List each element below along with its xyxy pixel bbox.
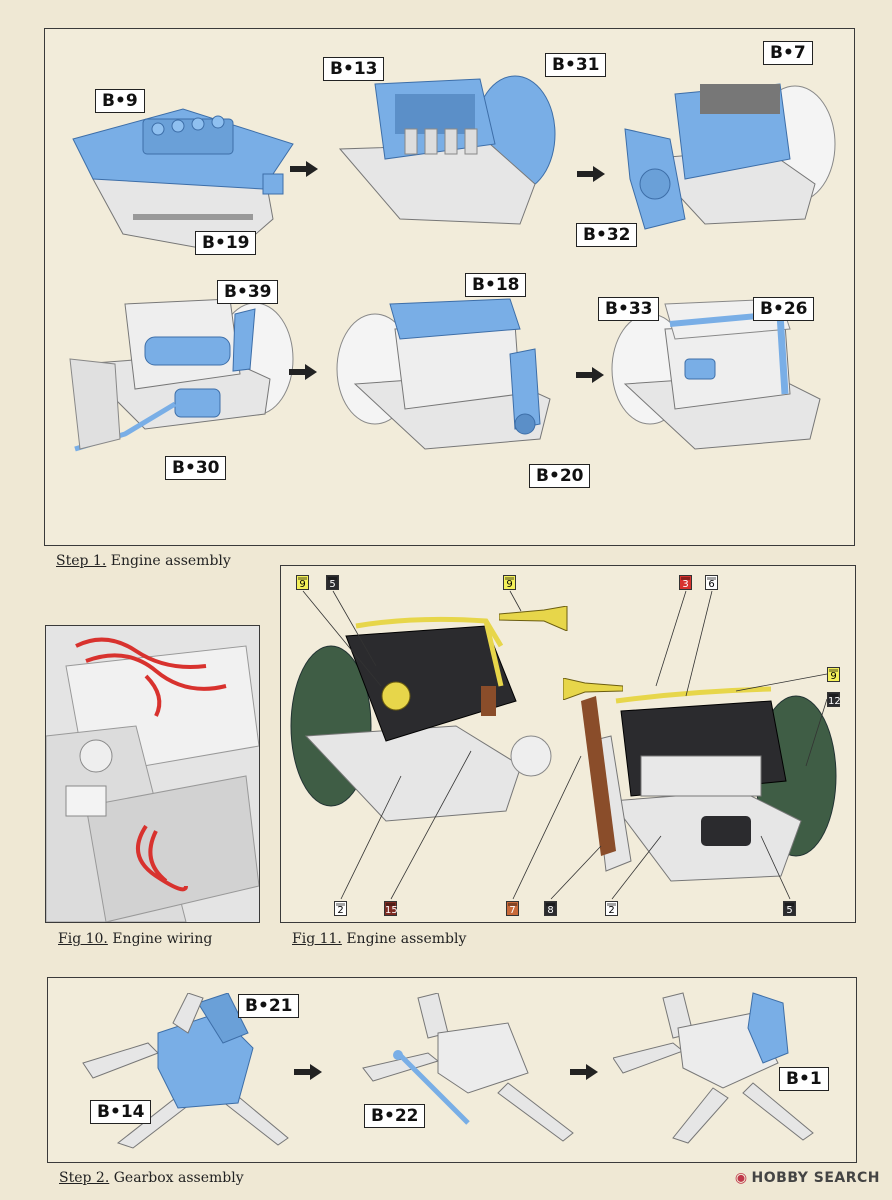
color-chip: 6: [705, 575, 718, 590]
engine-illustration-5: [336, 298, 551, 450]
fig10-caption-number: Fig 10.: [58, 931, 108, 947]
fig11-caption: Fig 11. Engine assembly: [292, 931, 466, 947]
engine-illustration-4: [69, 298, 294, 452]
engine-wiring-illustration: [46, 626, 259, 922]
part-label-b21: B•21: [238, 994, 300, 1018]
color-chip: 15: [384, 901, 398, 916]
fig11-caption-text: Engine assembly: [346, 931, 467, 947]
engine-illustration-fig11-left: [290, 616, 552, 822]
arrow-icon: [576, 367, 604, 383]
engine-illustration-1: [72, 108, 294, 254]
part-label-b30: B•30: [165, 456, 227, 480]
color-chip: 9: [827, 667, 840, 682]
part-label-b20: B•20: [529, 464, 591, 488]
part-label-b39: B•39: [217, 280, 279, 304]
engine-illustration-6: [611, 298, 821, 450]
step2-caption: Step 2. Gearbox assembly: [59, 1170, 244, 1186]
watermark: ◉HOBBY SEARCH: [735, 1170, 880, 1186]
part-label-b22: B•22: [364, 1104, 426, 1128]
arrow-icon: [570, 1064, 598, 1080]
color-chip: 2: [605, 901, 618, 916]
color-chip: 2: [334, 901, 347, 916]
color-chip: 9: [296, 575, 309, 590]
fig10-caption: Fig 10. Engine wiring: [58, 931, 212, 947]
color-chip: 7: [506, 901, 519, 916]
leader-lines: [302, 590, 828, 900]
part-label-b31: B•31: [545, 53, 607, 77]
color-chip: 5: [783, 901, 796, 916]
part-label-b14: B•14: [90, 1100, 152, 1124]
part-label-b33: B•33: [598, 297, 660, 321]
engine-illustration-3: [624, 83, 836, 230]
step1-caption: Step 1. Engine assembly: [56, 553, 231, 569]
engine-illustration-2: [338, 75, 556, 225]
color-chip: 8: [544, 901, 557, 916]
color-chip: 9: [503, 575, 516, 590]
color-chip: 5: [326, 575, 339, 590]
step2-panel: B•21 B•14 B•22 B•1: [47, 977, 857, 1163]
fig11-panel: 9 5 9 3 6 9 12 2 15 7 8 2 5: [280, 565, 856, 923]
step1-caption-text: Engine assembly: [110, 553, 231, 569]
part-label-b1: B•1: [779, 1067, 829, 1091]
hobby-search-logo-icon: ◉: [734, 1170, 748, 1186]
exhaust-horn-icon: [563, 678, 623, 700]
engine-illustration-fig11-right: [581, 686, 837, 882]
color-chip: 3: [679, 575, 692, 590]
gearbox-illustration-2: [362, 993, 574, 1142]
step1-panel: B•9 B•19 B•13 B•31 B•7 B•32 B•39 B•30 B•…: [44, 28, 855, 546]
gearbox-illustration-1: [82, 993, 289, 1149]
gearbox-illustration-3: [613, 992, 814, 1144]
part-label-b32: B•32: [576, 223, 638, 247]
arrow-icon: [294, 1064, 322, 1080]
fig11-caption-number: Fig 11.: [292, 931, 342, 947]
step1-caption-number: Step 1.: [56, 553, 107, 569]
watermark-text: HOBBY SEARCH: [751, 1170, 880, 1186]
part-label-b26: B•26: [753, 297, 815, 321]
arrow-icon: [577, 166, 605, 182]
part-label-b13: B•13: [323, 57, 385, 81]
fig10-panel: [45, 625, 260, 923]
part-label-b9: B•9: [95, 89, 145, 113]
part-label-b19: B•19: [195, 231, 257, 255]
step2-caption-number: Step 2.: [59, 1170, 110, 1186]
arrow-icon: [289, 364, 317, 380]
fig10-caption-text: Engine wiring: [112, 931, 213, 947]
part-label-b18: B•18: [465, 273, 527, 297]
exhaust-horn-icon: [499, 606, 568, 631]
step2-caption-text: Gearbox assembly: [113, 1170, 244, 1186]
arrow-icon: [290, 161, 318, 177]
color-chip: 12: [827, 692, 841, 707]
part-label-b7: B•7: [763, 41, 813, 65]
